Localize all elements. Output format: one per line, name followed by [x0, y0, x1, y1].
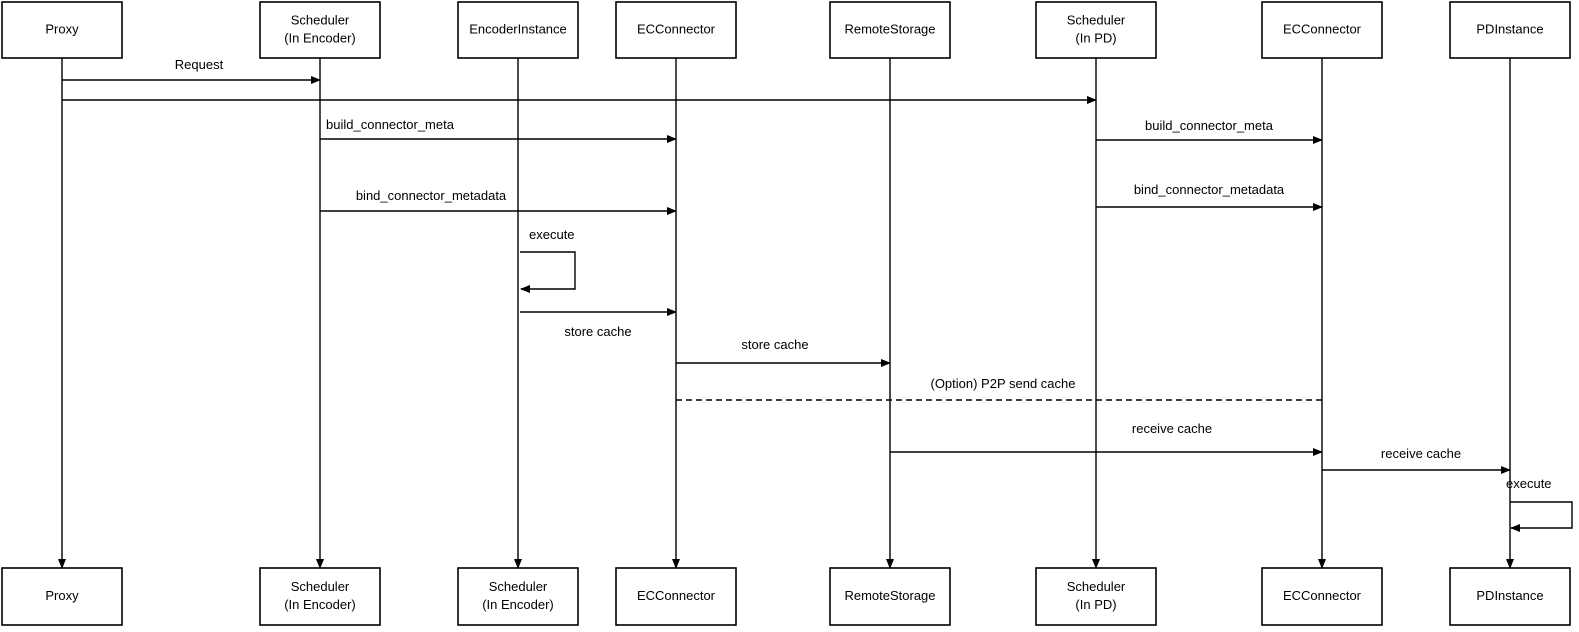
message-m7: store cache [520, 308, 677, 339]
message-label: (Option) P2P send cache [930, 376, 1075, 391]
message-m9: (Option) P2P send cache [676, 376, 1322, 401]
participant-box-top-ecc-enc[interactable]: ECConnector [615, 1, 737, 59]
message-label: build_connector_meta [326, 117, 455, 132]
participant-label-line1: Scheduler [291, 579, 350, 594]
participant-label-line1: PDInstance [1476, 21, 1543, 36]
participant-box-rect [457, 567, 579, 626]
participant-box-rect [259, 1, 381, 59]
message-m3: build_connector_meta [320, 117, 677, 143]
participant-label-line1: Proxy [45, 21, 79, 36]
participant-box-rect [829, 567, 951, 626]
participant-label-line2: (In Encoder) [284, 597, 356, 612]
participant-box-bottom-ecc-pd[interactable]: ECConnector [1261, 567, 1383, 626]
participant-label-line1: RemoteStorage [844, 588, 935, 603]
participant-box-rect [1449, 1, 1571, 59]
participant-box-top-proxy[interactable]: Proxy [1, 1, 123, 59]
participant-label-line1: ECConnector [1283, 21, 1362, 36]
self-call-s1: execute [520, 227, 576, 293]
message-label: store cache [564, 324, 631, 339]
participant-box-top-sched-enc[interactable]: Scheduler (In Encoder) [259, 1, 381, 59]
participant-box-bottom-proxy[interactable]: Proxy [1, 567, 123, 626]
participant-label-line1: Scheduler [1067, 12, 1126, 27]
participant-label-line2: (In PD) [1075, 30, 1116, 45]
participant-box-top-ecc-pd[interactable]: ECConnector [1261, 1, 1383, 59]
participant-box-bottom-remote[interactable]: RemoteStorage [829, 567, 951, 626]
self-call-path [1510, 501, 1573, 532]
message-m10: receive cache [890, 421, 1323, 456]
participant-label-line1: Scheduler [489, 579, 548, 594]
participant-box-rect [1, 567, 123, 626]
message-m11: receive cache [1322, 446, 1511, 474]
message-label: bind_connector_metadata [356, 188, 507, 203]
message-m8: store cache [676, 337, 891, 367]
message-m5: bind_connector_metadata [320, 188, 677, 215]
participant-label-line1: PDInstance [1476, 588, 1543, 603]
message-label: store cache [741, 337, 808, 352]
participant-box-rect [1261, 1, 1383, 59]
top-participant-boxes: Proxy Scheduler (In Encoder) EncoderInstanc… [1, 1, 1571, 59]
participant-box-bottom-encoder-inst[interactable]: Scheduler (In Encoder) [457, 567, 579, 626]
participant-label-line1: Scheduler [1067, 579, 1126, 594]
participant-box-rect [259, 567, 381, 626]
participant-box-top-remote[interactable]: RemoteStorage [829, 1, 951, 59]
participant-label-line1: ECConnector [1283, 588, 1362, 603]
participant-box-rect [457, 1, 579, 59]
message-m1: Request [62, 57, 321, 84]
participant-box-top-encoder-inst[interactable]: EncoderInstance [457, 1, 579, 59]
participant-label-line2: (In PD) [1075, 597, 1116, 612]
participant-label-line1: ECConnector [637, 21, 716, 36]
participant-box-rect [829, 1, 951, 59]
participant-box-rect [1, 1, 123, 59]
participant-label-line1: Proxy [45, 588, 79, 603]
participant-box-bottom-pd-inst[interactable]: PDInstance [1449, 567, 1571, 626]
participant-label-line2: (In Encoder) [284, 30, 356, 45]
message-label: bind_connector_metadata [1134, 182, 1285, 197]
participant-box-rect [1035, 567, 1157, 626]
self-calls-layer: execute execute [520, 227, 1573, 532]
participant-box-bottom-ecc-enc[interactable]: ECConnector [615, 567, 737, 626]
participant-label-line2: (In Encoder) [482, 597, 554, 612]
self-call-label: execute [529, 227, 575, 242]
messages-layer: Request build_connector_meta build_connect… [62, 57, 1511, 474]
participant-box-top-pd-inst[interactable]: PDInstance [1449, 1, 1571, 59]
self-call-s2: execute [1506, 476, 1573, 532]
participant-label-line1: RemoteStorage [844, 21, 935, 36]
self-call-path [520, 251, 576, 293]
message-m4: build_connector_meta [1096, 118, 1323, 144]
participant-box-top-sched-pd[interactable]: Scheduler (In PD) [1035, 1, 1157, 59]
participant-box-rect [615, 1, 737, 59]
message-label: build_connector_meta [1145, 118, 1274, 133]
self-call-label: execute [1506, 476, 1552, 491]
participant-box-rect [1261, 567, 1383, 626]
participant-box-rect [615, 567, 737, 626]
participant-box-bottom-sched-enc[interactable]: Scheduler (In Encoder) [259, 567, 381, 626]
message-label: Request [175, 57, 224, 72]
bottom-participant-boxes: Proxy Scheduler (In Encoder) Scheduler (In E… [1, 567, 1571, 626]
message-m6: bind_connector_metadata [1096, 182, 1323, 211]
participant-box-rect [1035, 1, 1157, 59]
lifelines-layer [58, 58, 1514, 569]
participant-label-line1: EncoderInstance [469, 21, 567, 36]
participant-label-line1: ECConnector [637, 588, 716, 603]
participant-box-bottom-sched-pd[interactable]: Scheduler (In PD) [1035, 567, 1157, 626]
participant-box-rect [1449, 567, 1571, 626]
message-label: receive cache [1132, 421, 1212, 436]
message-label: receive cache [1381, 446, 1461, 461]
participant-label-line1: Scheduler [291, 12, 350, 27]
